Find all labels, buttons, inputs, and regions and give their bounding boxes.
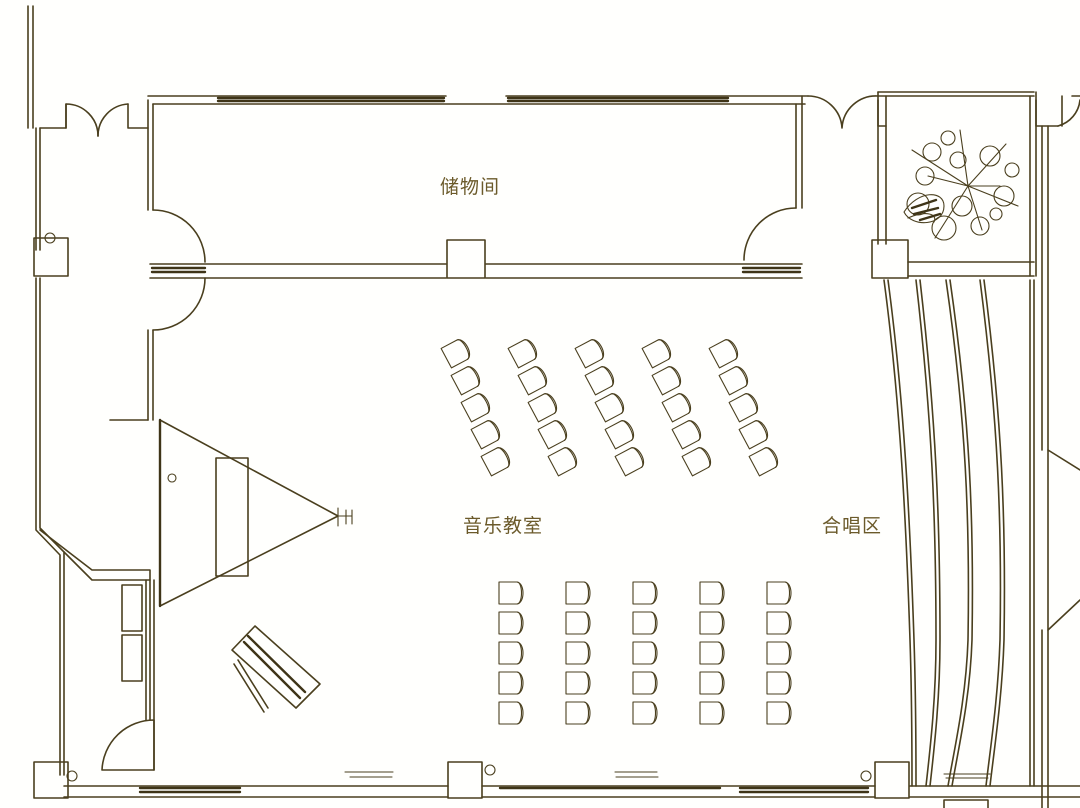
chair-icon <box>547 447 578 477</box>
room-label-music-classroom: 音乐教室 <box>463 515 544 537</box>
chair-icon <box>470 420 501 450</box>
chair-icon <box>565 641 591 665</box>
chair-icon <box>699 671 725 695</box>
chair-icon <box>671 420 702 450</box>
chair-icon <box>632 671 658 695</box>
chair-icon <box>718 366 749 396</box>
piano-bench-icon <box>231 625 321 713</box>
chair-icon <box>507 339 538 369</box>
chair-icon <box>766 701 792 725</box>
chair-icon <box>766 671 792 695</box>
chair-icon <box>766 581 792 605</box>
chair-icon <box>614 447 645 477</box>
chair-icon <box>699 641 725 665</box>
grand-piano-icon <box>158 418 353 608</box>
chair-icon <box>641 339 672 369</box>
chair-icon <box>527 393 558 423</box>
room-label-storage: 储物间 <box>440 176 501 198</box>
chair-icon <box>699 701 725 725</box>
chair-icon <box>480 447 511 477</box>
chair-icon <box>661 393 692 423</box>
chair-icon <box>748 447 779 477</box>
chair-icon <box>537 420 568 450</box>
chair-icon <box>632 611 658 635</box>
choir-risers <box>883 279 1035 787</box>
chair-icon <box>604 420 635 450</box>
chair-icon <box>766 641 792 665</box>
chair-icon <box>708 339 739 369</box>
chair-icon <box>699 581 725 605</box>
chair-icon <box>632 701 658 725</box>
chair-icon <box>574 339 605 369</box>
chair-icon <box>498 701 524 725</box>
chair-icon <box>440 339 471 369</box>
chair-icon <box>450 366 481 396</box>
chair-icon <box>517 366 548 396</box>
chair-icon <box>498 581 524 605</box>
chair-icon <box>498 611 524 635</box>
chair-icon <box>651 366 682 396</box>
chair-group-straight <box>498 581 792 725</box>
chair-icon <box>738 420 769 450</box>
walls <box>27 5 1080 808</box>
chair-icon <box>460 393 491 423</box>
potted-plant-icon <box>903 129 1020 241</box>
chair-icon <box>565 671 591 695</box>
chair-icon <box>565 581 591 605</box>
chair-icon <box>632 641 658 665</box>
chair-icon <box>565 611 591 635</box>
chair-icon <box>498 671 524 695</box>
chair-icon <box>565 701 591 725</box>
chair-icon <box>594 393 625 423</box>
chair-icon <box>699 611 725 635</box>
chair-icon <box>728 393 759 423</box>
room-label-choir-area: 合唱区 <box>822 515 883 537</box>
chair-icon <box>632 581 658 605</box>
chair-icon <box>766 611 792 635</box>
chair-icon <box>498 641 524 665</box>
left-cabinets <box>121 579 155 771</box>
chair-icon <box>681 447 712 477</box>
chair-group-angled <box>440 339 779 477</box>
doors <box>65 95 1080 771</box>
chair-icon <box>584 366 615 396</box>
